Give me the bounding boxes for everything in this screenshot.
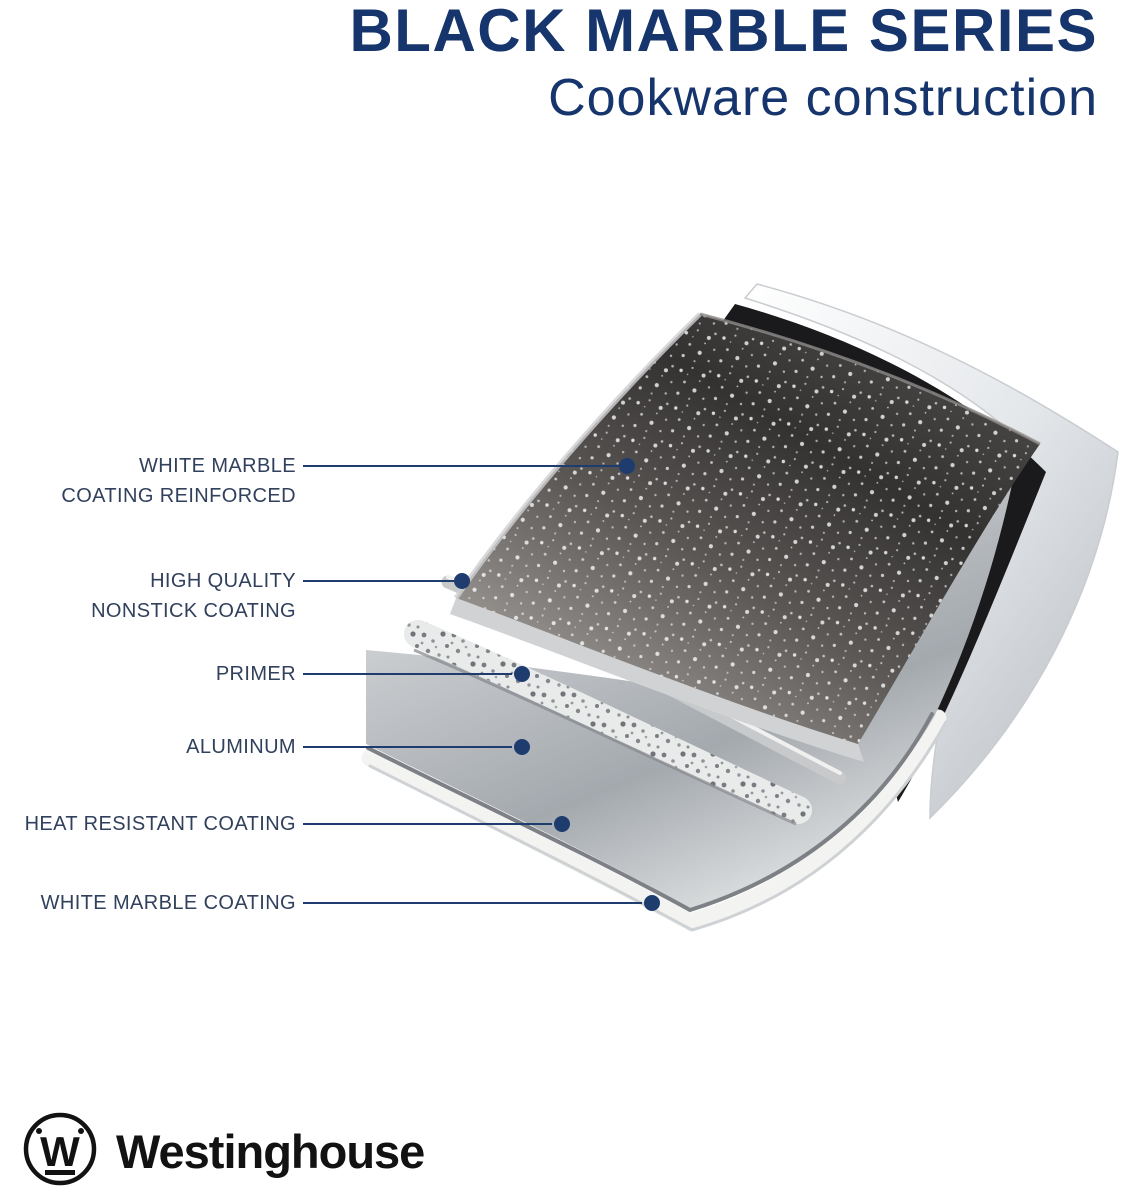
- layer-white-marble-bottom: [361, 709, 948, 932]
- label-white-marble: WHITE MARBLE COATING: [0, 888, 296, 918]
- leader-dot-aluminum: [514, 739, 530, 755]
- page-subtitle: Cookware construction: [548, 69, 1098, 127]
- label-nonstick: HIGH QUALITY NONSTICK COATING: [0, 566, 296, 626]
- leader-dot-nonstick: [454, 573, 470, 589]
- layer-primer: [404, 620, 812, 826]
- layer-aluminum: [366, 470, 1015, 908]
- label-nonstick-line2: NONSTICK COATING: [91, 600, 296, 622]
- layer-heat-resistant: [366, 712, 934, 913]
- leader-line-primer: [303, 673, 512, 675]
- label-primer-line1: PRIMER: [215, 663, 296, 685]
- brand-name: Westinghouse: [116, 1124, 425, 1178]
- layer-white-marble-outer: [743, 283, 1119, 820]
- leader-dot-white-marble-reinforced: [619, 458, 635, 474]
- logo-monogram: W: [40, 1128, 80, 1175]
- leader-dot-primer: [514, 666, 530, 682]
- brand-footer: W Westinghouse: [20, 1108, 425, 1194]
- leader-line-nonstick: [303, 580, 454, 582]
- leader-line-heat-resistant: [303, 823, 552, 825]
- label-heat-resistant-line1: HEAT RESISTANT COATING: [24, 813, 296, 835]
- leader-dot-white-marble: [644, 895, 660, 911]
- leader-dot-heat-resistant: [554, 816, 570, 832]
- page-title: BLACK MARBLE SERIES: [349, 0, 1098, 64]
- westinghouse-logo-icon: W: [23, 1112, 97, 1186]
- leader-line-white-marble-reinforced: [303, 465, 619, 467]
- leader-line-white-marble: [303, 902, 642, 904]
- label-heat-resistant: HEAT RESISTANT COATING: [0, 809, 296, 839]
- layer-marble-top: [450, 312, 1041, 762]
- label-white-marble-reinforced-line2: COATING REINFORCED: [61, 485, 296, 507]
- label-primer: PRIMER: [0, 659, 296, 689]
- label-white-marble-line1: WHITE MARBLE COATING: [40, 892, 296, 914]
- label-white-marble-reinforced-line1: WHITE MARBLE: [138, 455, 296, 477]
- label-nonstick-line1: HIGH QUALITY: [150, 570, 296, 592]
- label-aluminum-line1: ALUMINUM: [186, 736, 296, 758]
- label-white-marble-reinforced: WHITE MARBLE COATING REINFORCED: [0, 451, 296, 511]
- label-aluminum: ALUMINUM: [0, 732, 296, 762]
- leader-line-aluminum: [303, 746, 512, 748]
